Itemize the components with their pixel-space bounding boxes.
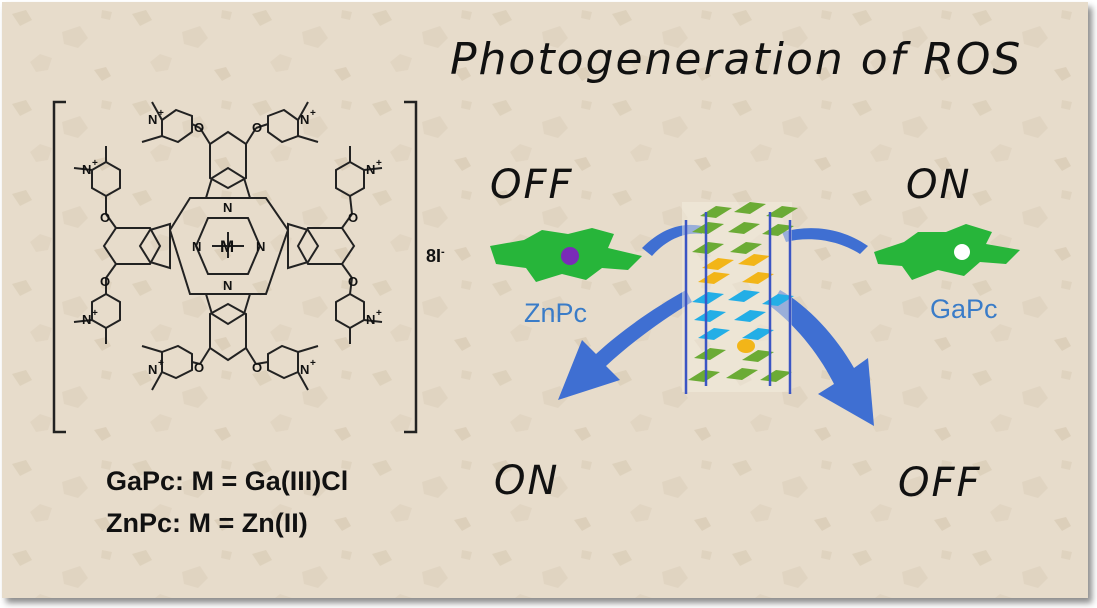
stack-bound-ligand — [737, 339, 755, 353]
oxygen-right-bottom: O — [348, 274, 358, 289]
definition-znpc: ZnPc: M = Zn(II) — [106, 508, 308, 538]
metal-center-label: M — [220, 237, 234, 256]
oxygen-right-top: O — [348, 210, 358, 225]
oxygen-top-right: O — [252, 120, 262, 135]
stack-layer-green-bottom — [688, 348, 792, 382]
phthalocyanine-structure — [73, 101, 383, 391]
pyridinium-n-8: N — [366, 312, 375, 327]
pyridinium-n-7: N — [82, 312, 91, 327]
pyridinium-charge-4: + — [310, 358, 316, 369]
stack-rails — [684, 212, 792, 394]
pyridinium-charge-8: + — [376, 308, 382, 319]
arrow-to-stack-right — [782, 228, 868, 254]
pyridinium-charge-1: + — [158, 108, 164, 119]
oxygen-left-bottom: O — [100, 274, 110, 289]
pyridinium-n-4: N — [300, 362, 309, 377]
counterion-text: 8I — [426, 246, 442, 266]
left-bracket — [52, 100, 66, 434]
pyridinium-n-1: N — [148, 112, 157, 127]
counterion-label: 8I- — [426, 246, 445, 267]
pyridinium-charge-5: + — [92, 158, 98, 169]
definition-gapc: GaPc: M = Ga(III)Cl — [106, 466, 349, 496]
ring-nitrogen-bottom: N — [223, 278, 232, 293]
stack-layer-green-mid — [692, 242, 762, 254]
state-off-bottom: OFF — [898, 460, 982, 506]
figure-title: Photogeneration of ROS — [450, 34, 1023, 85]
oxygen-left-top: O — [100, 210, 110, 225]
pyridinium-n-6: N — [366, 162, 375, 177]
oxygen-bottom-left: O — [194, 360, 204, 375]
arrow-down-right — [770, 290, 874, 426]
state-off-top: OFF — [490, 162, 574, 208]
pyridinium-n-5: N — [82, 162, 91, 177]
state-on-bottom: ON — [494, 458, 560, 504]
gapc-label: GaPc — [930, 294, 998, 324]
pyridinium-n-2: N — [300, 112, 309, 127]
pyridinium-charge-7: + — [92, 308, 98, 319]
ring-nitrogen-top: N — [223, 200, 232, 215]
figure-canvas: M N N N N O O O O O O O O N + N + N + N … — [2, 2, 1088, 598]
znpc-zinc-center — [561, 247, 579, 265]
figure-artwork: M N N N N O O O O O O O O N + N + N + N … — [2, 2, 1088, 598]
ring-nitrogen-right: N — [256, 239, 265, 254]
pyridinium-charge-2: + — [310, 108, 316, 119]
gapc-molecule — [874, 224, 1020, 280]
oxygen-top-left: O — [194, 120, 204, 135]
g-quadruplex-stack — [682, 202, 798, 394]
gapc-gallium-center — [954, 244, 970, 260]
znpc-label: ZnPc — [524, 298, 588, 328]
right-bracket — [404, 100, 418, 434]
pyridinium-n-3: N — [148, 362, 157, 377]
pyridinium-charge-3: + — [158, 358, 164, 369]
counterion-charge: - — [441, 246, 445, 258]
state-on-top: ON — [906, 162, 972, 208]
pyridinium-charge-6: + — [376, 158, 382, 169]
ring-nitrogen-left: N — [192, 239, 201, 254]
arrow-down-left — [558, 290, 692, 400]
marble-background — [2, 2, 1088, 598]
stack-layer-green-top — [692, 202, 798, 236]
oxygen-bottom-right: O — [252, 360, 262, 375]
